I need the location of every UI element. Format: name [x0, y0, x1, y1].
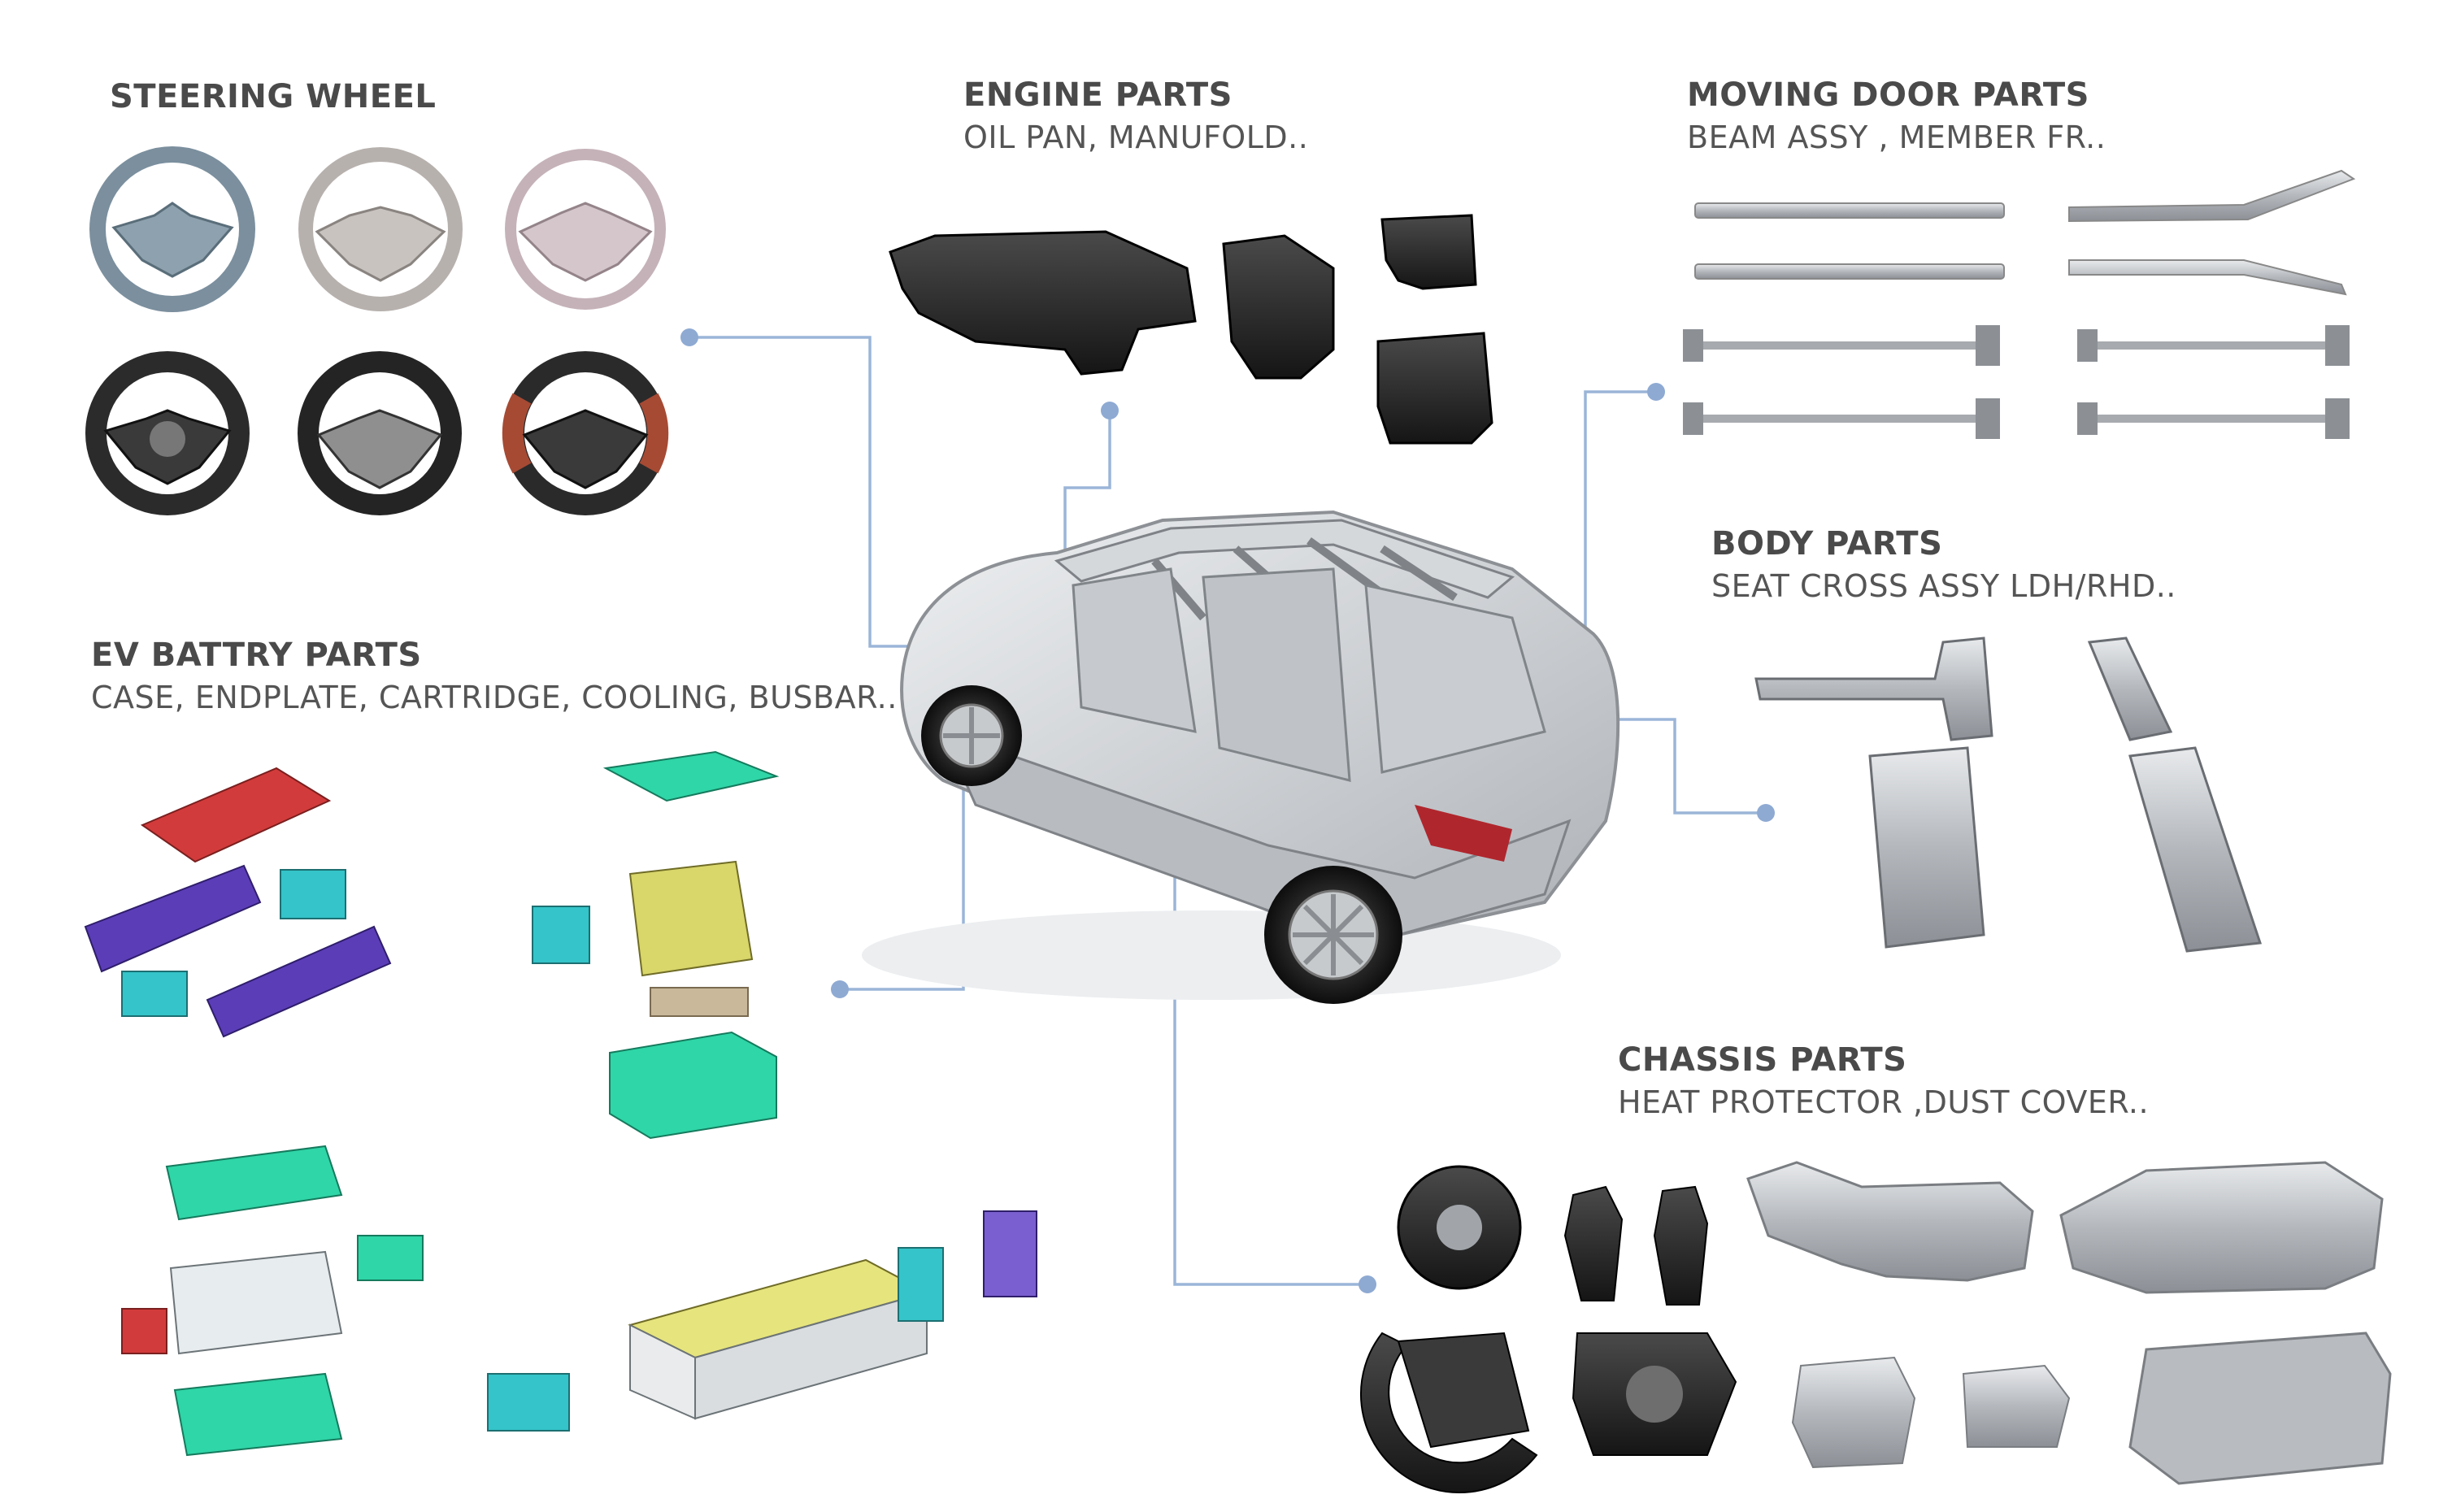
impact-bar-2 [1683, 398, 2000, 439]
battery-tray-green [173, 1372, 343, 1457]
steering-wheel-1 [89, 146, 255, 312]
moving-door-parts-label: MOVING DOOR PARTS BEAM ASSY , MEMBER FR.… [1687, 76, 2106, 157]
dot-chassis-end [1359, 1275, 1376, 1293]
battery-side-green [357, 1235, 424, 1281]
car-body-in-white [862, 510, 1620, 1004]
engine-part-images [889, 214, 1493, 445]
battery-plate-tan [650, 987, 749, 1017]
battery-endplate-purple-3 [983, 1210, 1037, 1297]
connector-engine [1063, 411, 1111, 569]
heat-protector-small-1 [1791, 1356, 1916, 1469]
battery-pack-side [694, 1291, 928, 1420]
battery-top-green-2 [165, 1145, 343, 1221]
steering-wheel-images [85, 146, 669, 515]
battery-cover-red [140, 767, 332, 863]
ev-battery-images [84, 750, 1037, 1457]
impact-bar-4 [2077, 398, 2350, 439]
battery-cells-white [169, 1250, 343, 1355]
impact-bar-1 [1683, 325, 2000, 366]
member-1 [2068, 169, 2356, 223]
steering-wheel-4 [85, 351, 250, 515]
engine-bracket-2 [1376, 332, 1493, 445]
impact-bar-3 [2077, 325, 2350, 366]
dust-cover-shield-2 [1572, 1332, 1737, 1456]
door-part-images [1683, 169, 2356, 439]
dot-door-end [1647, 383, 1665, 401]
chassis-bracket-1 [1563, 1185, 1624, 1301]
heat-protector-small-2 [1962, 1364, 2071, 1448]
chassis-parts-label: CHASSIS PARTS HEAT PROTECTOR ,DUST COVER… [1618, 1041, 2149, 1122]
battery-cooling-teal-1 [280, 869, 346, 919]
engine-parts-label: ENGINE PARTS OIL PAN, MANUFOLD.. [963, 76, 1308, 157]
body-parts-title: BODY PARTS [1711, 525, 1943, 563]
ev-battery-parts-subtitle: CASE, ENDPLATE, CARTRIDGE, COOLING, BUSB… [91, 680, 898, 715]
steering-wheel-5 [298, 351, 462, 515]
chassis-parts-title: CHASSIS PARTS [1618, 1041, 1907, 1079]
battery-top-green [602, 750, 780, 802]
steering-wheel-6 [502, 351, 669, 515]
battery-teal-bracket [532, 906, 590, 964]
dust-cover-disc [1397, 1165, 1522, 1290]
steering-wheel-2 [298, 147, 463, 311]
dust-cover-shield-1 [1359, 1332, 1538, 1494]
body-parts-label: BODY PARTS SEAT CROSS ASSY LDH/RHD.. [1711, 524, 2176, 606]
battery-cooling-teal-3 [487, 1373, 570, 1432]
battery-case-green [609, 1031, 777, 1140]
engine-bracket-1 [1380, 214, 1477, 290]
beam-2 [1694, 263, 2005, 280]
seat-cross-4 [2128, 746, 2263, 953]
ev-battery-parts-title: EV BATTRY PARTS [91, 637, 422, 674]
heat-protector-large [2059, 1161, 2384, 1294]
seat-cross-1 [1754, 637, 1993, 741]
chassis-part-images [1359, 1161, 2392, 1494]
dot-ev-end [831, 980, 849, 998]
battery-cooling-teal-2 [121, 971, 188, 1017]
dot-body-end [1757, 804, 1775, 822]
moving-door-parts-title: MOVING DOOR PARTS [1687, 76, 2089, 114]
beam-1 [1694, 202, 2005, 219]
body-parts-subtitle: SEAT CROSS ASSY LDH/RHD.. [1711, 568, 2176, 604]
battery-cells-yellow [628, 860, 754, 977]
dot-engine-end [1101, 402, 1119, 419]
moving-door-parts-subtitle: BEAM ASSY , MEMBER FR.. [1687, 119, 2106, 155]
manifold-bracket [1222, 234, 1335, 380]
oil-pan [889, 230, 1197, 376]
steering-wheel-label: STEERING WHEEL [110, 77, 436, 116]
ev-battery-parts-label: EV BATTRY PARTS CASE, ENDPLATE, CARTRIDG… [91, 636, 898, 717]
heat-protector-1 [1746, 1161, 2034, 1282]
battery-endplate-teal [898, 1247, 944, 1322]
battery-busbar-red [121, 1308, 167, 1354]
body-part-images [1754, 637, 2263, 953]
chassis-bracket-2 [1653, 1185, 1709, 1306]
battery-endplate-purple-1 [84, 864, 262, 973]
seat-cross-2 [1868, 746, 1985, 949]
dot-steering-end [680, 328, 698, 346]
steering-wheel-title: STEERING WHEEL [110, 78, 437, 115]
engine-parts-title: ENGINE PARTS [963, 76, 1233, 114]
member-2 [2068, 259, 2347, 296]
engine-parts-subtitle: OIL PAN, MANUFOLD.. [963, 119, 1309, 155]
battery-endplate-purple-2 [206, 925, 392, 1038]
chassis-parts-subtitle: HEAT PROTECTOR ,DUST COVER.. [1618, 1084, 2150, 1120]
under-cover-panel [2128, 1332, 2392, 1485]
seat-cross-3 [2087, 637, 2173, 741]
steering-wheel-3 [505, 149, 666, 310]
